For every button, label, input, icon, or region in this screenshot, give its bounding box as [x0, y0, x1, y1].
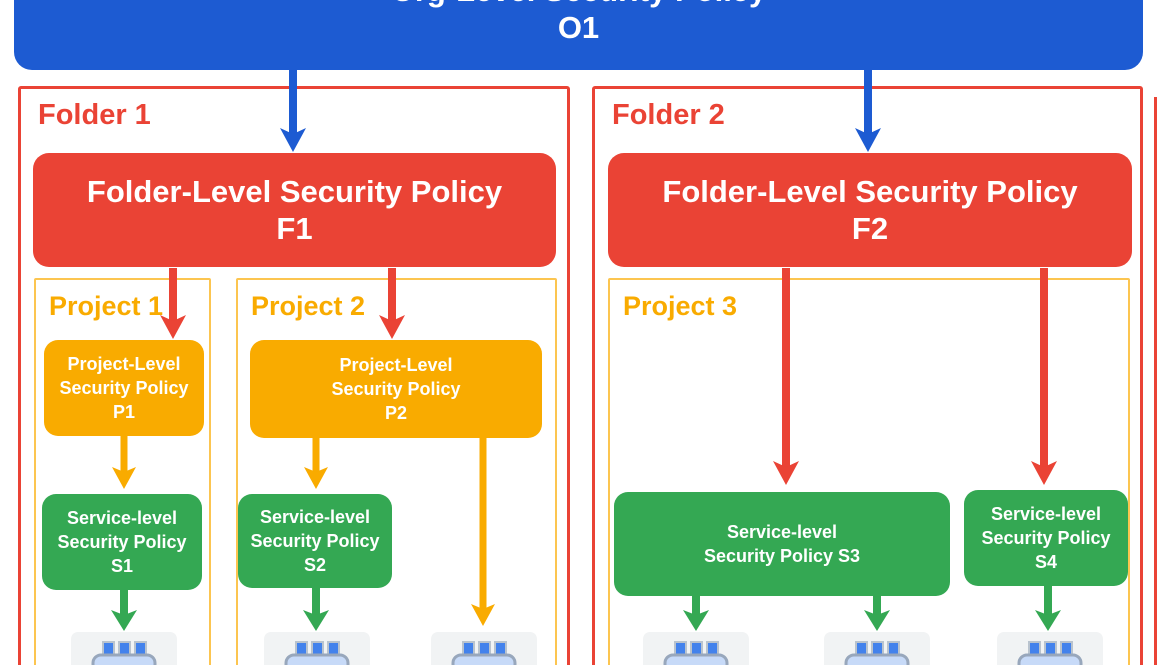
project1-container: Project 1: [34, 278, 211, 665]
service1-policy-box: Service-level Security Policy S1: [42, 494, 202, 590]
project1-label: Project 1: [49, 291, 164, 321]
project3-label: Project 3: [623, 291, 738, 321]
service3-line2: Security Policy S3: [703, 546, 861, 566]
folder2-policy-box: Folder-Level Security Policy F2: [608, 153, 1132, 267]
folder1-policy-box: Folder-Level Security Policy F1: [33, 153, 556, 267]
folder2-label: Folder 2: [612, 99, 725, 131]
project2-policy-box: Project-Level Security Policy P2: [250, 340, 542, 438]
org-level-policy-box: Org-Level Security Policy O1: [14, 0, 1143, 70]
compute-chip-icon: [824, 632, 930, 665]
compute-chip-icon: [71, 632, 177, 665]
org-policy-title: Org-Level Security Policy: [391, 0, 767, 9]
service4-line1: Service-level: [990, 504, 1102, 524]
service2-line2: Security Policy: [250, 531, 380, 551]
compute-chip-icon: [997, 632, 1103, 665]
service2-policy-box: Service-level Security Policy S2: [238, 494, 392, 588]
project2-policy-id: P2: [384, 403, 408, 423]
project3-container: Project 3: [608, 278, 1130, 665]
compute-chip-icon: [264, 632, 370, 665]
folder1-label: Folder 1: [38, 99, 151, 131]
service1-id: S1: [110, 556, 134, 576]
service4-policy-box: Service-level Security Policy S4: [964, 490, 1128, 586]
service3-line1: Service-level: [726, 522, 838, 542]
service2-line1: Service-level: [259, 507, 371, 527]
compute-chip-icon: [431, 632, 537, 665]
project2-label: Project 2: [251, 291, 366, 321]
folder2-policy-title: Folder-Level Security Policy: [662, 174, 1078, 209]
service2-id: S2: [303, 555, 327, 575]
service4-line2: Security Policy: [981, 528, 1111, 548]
folder1-policy-id: F1: [276, 211, 313, 246]
project1-policy-id: P1: [112, 402, 136, 422]
org-policy-id: O1: [557, 10, 600, 45]
project1-policy-line2: Security Policy: [59, 378, 189, 398]
compute-chip-icon: [643, 632, 749, 665]
service1-line2: Security Policy: [57, 532, 187, 552]
project2-container: Project 2: [236, 278, 557, 665]
folder2-policy-id: F2: [851, 211, 889, 246]
service4-id: S4: [1034, 552, 1058, 572]
project1-policy-box: Project-Level Security Policy P1: [44, 340, 204, 436]
project2-policy-line2: Security Policy: [331, 379, 461, 399]
cropped-outer-border-right: [1154, 97, 1157, 665]
service3-policy-box: Service-level Security Policy S3: [614, 492, 950, 596]
folder1-policy-title: Folder-Level Security Policy: [86, 174, 503, 209]
project2-policy-line1: Project-Level: [339, 355, 453, 375]
project1-policy-line1: Project-Level: [67, 354, 181, 374]
service1-line1: Service-level: [66, 508, 178, 528]
